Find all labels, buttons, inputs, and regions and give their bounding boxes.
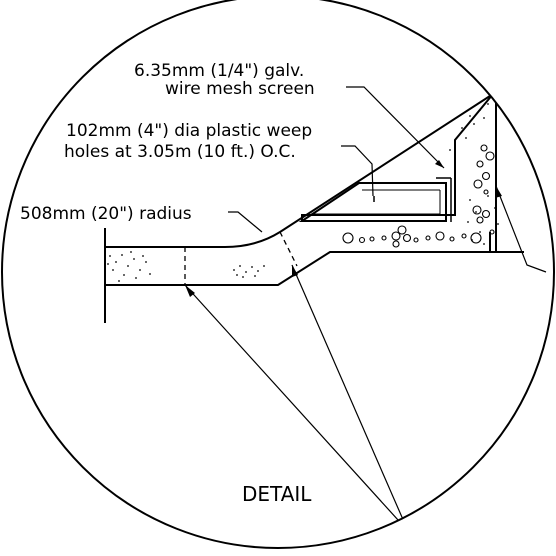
label-mesh-line2: wire mesh screen	[165, 79, 315, 99]
leader-arrowheads	[185, 160, 502, 297]
concrete-stipple	[107, 103, 499, 282]
label-weep-line1: 102mm (4") dia plastic weep	[66, 121, 312, 141]
label-weep-line2: holes at 3.05m (10 ft.) O.C.	[64, 142, 296, 162]
label-optional: Optional Co	[441, 523, 541, 543]
label-radius: 508mm (20") radius	[20, 204, 192, 224]
outer-wall	[454, 93, 497, 252]
stipple-left-slab	[107, 251, 151, 282]
weep-pipe	[298, 177, 452, 222]
section-breaks	[184, 231, 298, 285]
stipple-mid-slab	[233, 265, 265, 278]
detail-content: 6.35mm (1/4") galv. wire mesh screen 102…	[20, 61, 547, 543]
label-mesh-line1: 6.35mm (1/4") galv.	[134, 61, 304, 81]
labels: 6.35mm (1/4") galv. wire mesh screen 102…	[20, 61, 541, 543]
aggregate-circles	[342, 144, 495, 248]
detail-title: DETAIL	[242, 482, 312, 506]
